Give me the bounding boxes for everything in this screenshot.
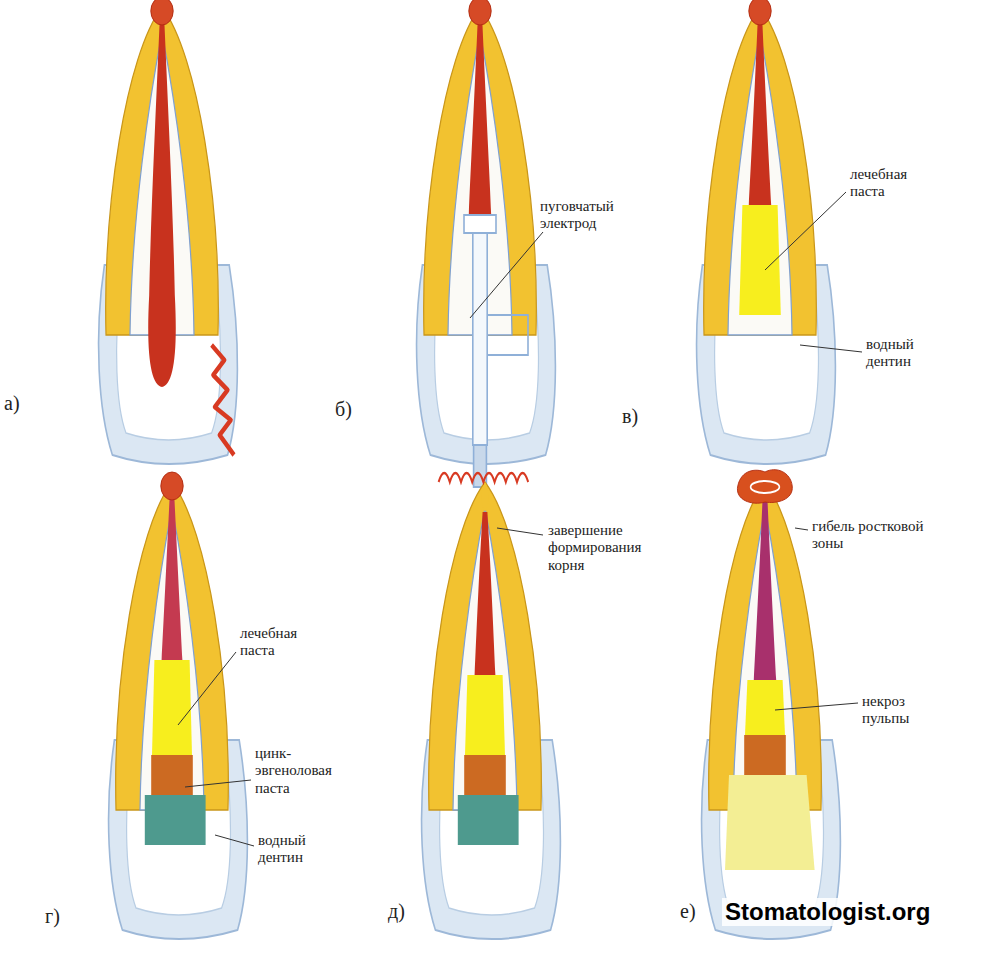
callout-label: цинк-эвгеноловая паста (255, 745, 355, 797)
callout-label: водный дентин (866, 336, 946, 371)
tooth-d (109, 472, 248, 939)
panel-letter: г) (45, 905, 60, 928)
callout-label: некроз пульпы (862, 693, 932, 728)
callout-label: гибель ростковой зоны (812, 518, 952, 553)
panel-letter: а) (4, 392, 20, 415)
panel-letter: б) (335, 398, 352, 421)
callout-label: завершение формирования корня (548, 522, 658, 574)
tooth-b (417, 0, 556, 487)
panel-letter: д) (388, 900, 405, 923)
callout-label: лечебная паста (850, 166, 935, 201)
tooth-e (422, 473, 561, 939)
tooth-c (697, 0, 836, 464)
callout-label: пуговчатый электрод (540, 198, 640, 233)
leader-lines (178, 192, 862, 846)
panel-letter: в) (622, 405, 638, 428)
callout-label: водный дентин (258, 832, 338, 867)
watermark: Stomatologist.org (722, 898, 933, 926)
panel-letter: е) (680, 900, 696, 923)
tooth-a (99, 0, 238, 464)
callout-label: лечебная паста (240, 625, 325, 660)
